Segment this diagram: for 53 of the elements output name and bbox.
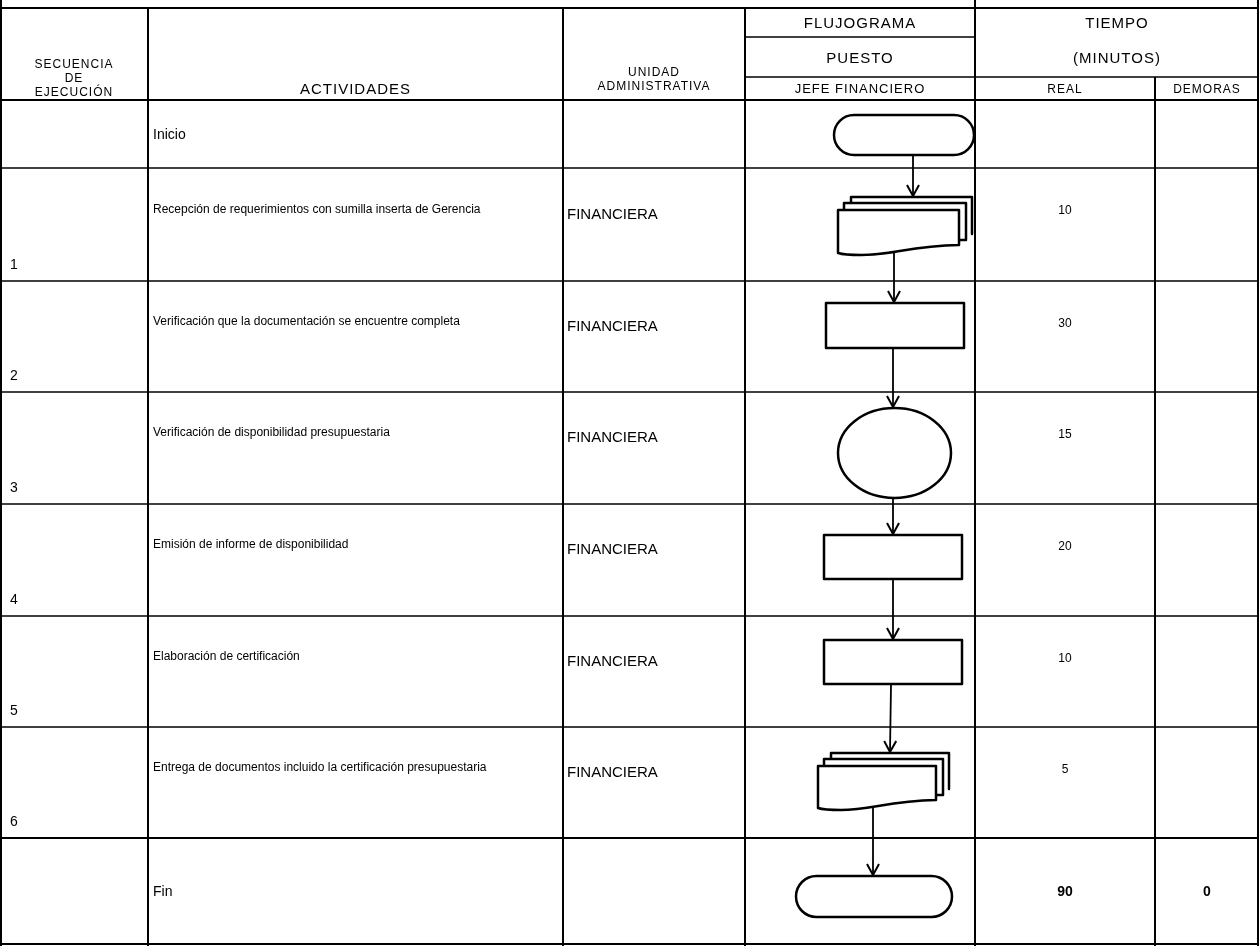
activity-text: Elaboración de certificación bbox=[153, 648, 300, 663]
row-number: 4 bbox=[10, 591, 18, 607]
unit-text: FINANCIERA bbox=[567, 204, 658, 222]
activity-text: Fin bbox=[153, 883, 173, 899]
row-number: 1 bbox=[10, 256, 18, 272]
time-total: 90 bbox=[1057, 883, 1073, 899]
process-box bbox=[823, 639, 963, 685]
multi-document-shape bbox=[837, 196, 973, 256]
arrow bbox=[887, 251, 901, 303]
row-number: 2 bbox=[10, 367, 18, 383]
column-header: UNIDAD ADMINISTRATIVA bbox=[596, 65, 712, 93]
column-header: PUESTO bbox=[826, 48, 894, 66]
time-value: 5 bbox=[1061, 761, 1069, 776]
unit-text: FINANCIERA bbox=[567, 428, 658, 446]
multi-document-shape bbox=[817, 752, 950, 811]
unit-text: FINANCIERA bbox=[567, 762, 658, 780]
delay-total: 0 bbox=[1203, 883, 1211, 899]
column-header: (MINUTOS) bbox=[1073, 48, 1161, 66]
unit-text: FINANCIERA bbox=[567, 651, 658, 669]
activity-text: Emisión de informe de disponibilidad bbox=[153, 537, 349, 552]
column-header: JEFE FINANCIERO bbox=[794, 81, 926, 96]
row-number: 3 bbox=[10, 479, 18, 495]
activity-text: Verificación que la documentación se encuentre completa bbox=[153, 313, 460, 328]
column-header: ACTIVIDADES bbox=[300, 80, 411, 97]
arrow bbox=[886, 498, 900, 535]
activity-text: Entrega de documentos incluido la certificación presupuestaria bbox=[153, 759, 487, 774]
process-box bbox=[823, 534, 963, 580]
column-header: SECUENCIA DE EJECUCIÓN bbox=[33, 57, 115, 99]
arrow bbox=[883, 684, 898, 753]
activity-text: Recepción de requerimientos con sumilla inserta de Gerencia bbox=[153, 201, 481, 216]
time-value: 15 bbox=[1058, 427, 1072, 441]
connector-circle bbox=[837, 407, 952, 499]
row-number: 5 bbox=[10, 702, 18, 718]
terminator-shape bbox=[833, 114, 975, 156]
activity-text: Verificación de disponibilidad presupuestaria bbox=[153, 425, 390, 440]
column-header: DEMORAS bbox=[1173, 81, 1241, 96]
terminator-shape bbox=[795, 875, 953, 918]
row-number: 6 bbox=[10, 813, 18, 829]
arrow bbox=[906, 155, 920, 197]
column-header: TIEMPO bbox=[1085, 14, 1149, 31]
time-value: 30 bbox=[1058, 315, 1072, 330]
arrow bbox=[886, 579, 900, 640]
activity-text: Inicio bbox=[153, 126, 186, 142]
unit-text: FINANCIERA bbox=[567, 540, 658, 558]
process-box bbox=[825, 302, 965, 349]
time-value: 20 bbox=[1058, 539, 1072, 553]
unit-text: FINANCIERA bbox=[567, 316, 658, 334]
time-value: 10 bbox=[1058, 203, 1072, 218]
column-header: REAL bbox=[1047, 81, 1083, 96]
arrow bbox=[866, 806, 880, 876]
time-value: 10 bbox=[1058, 650, 1072, 665]
arrow bbox=[886, 348, 900, 408]
column-header: FLUJOGRAMA bbox=[803, 14, 917, 31]
